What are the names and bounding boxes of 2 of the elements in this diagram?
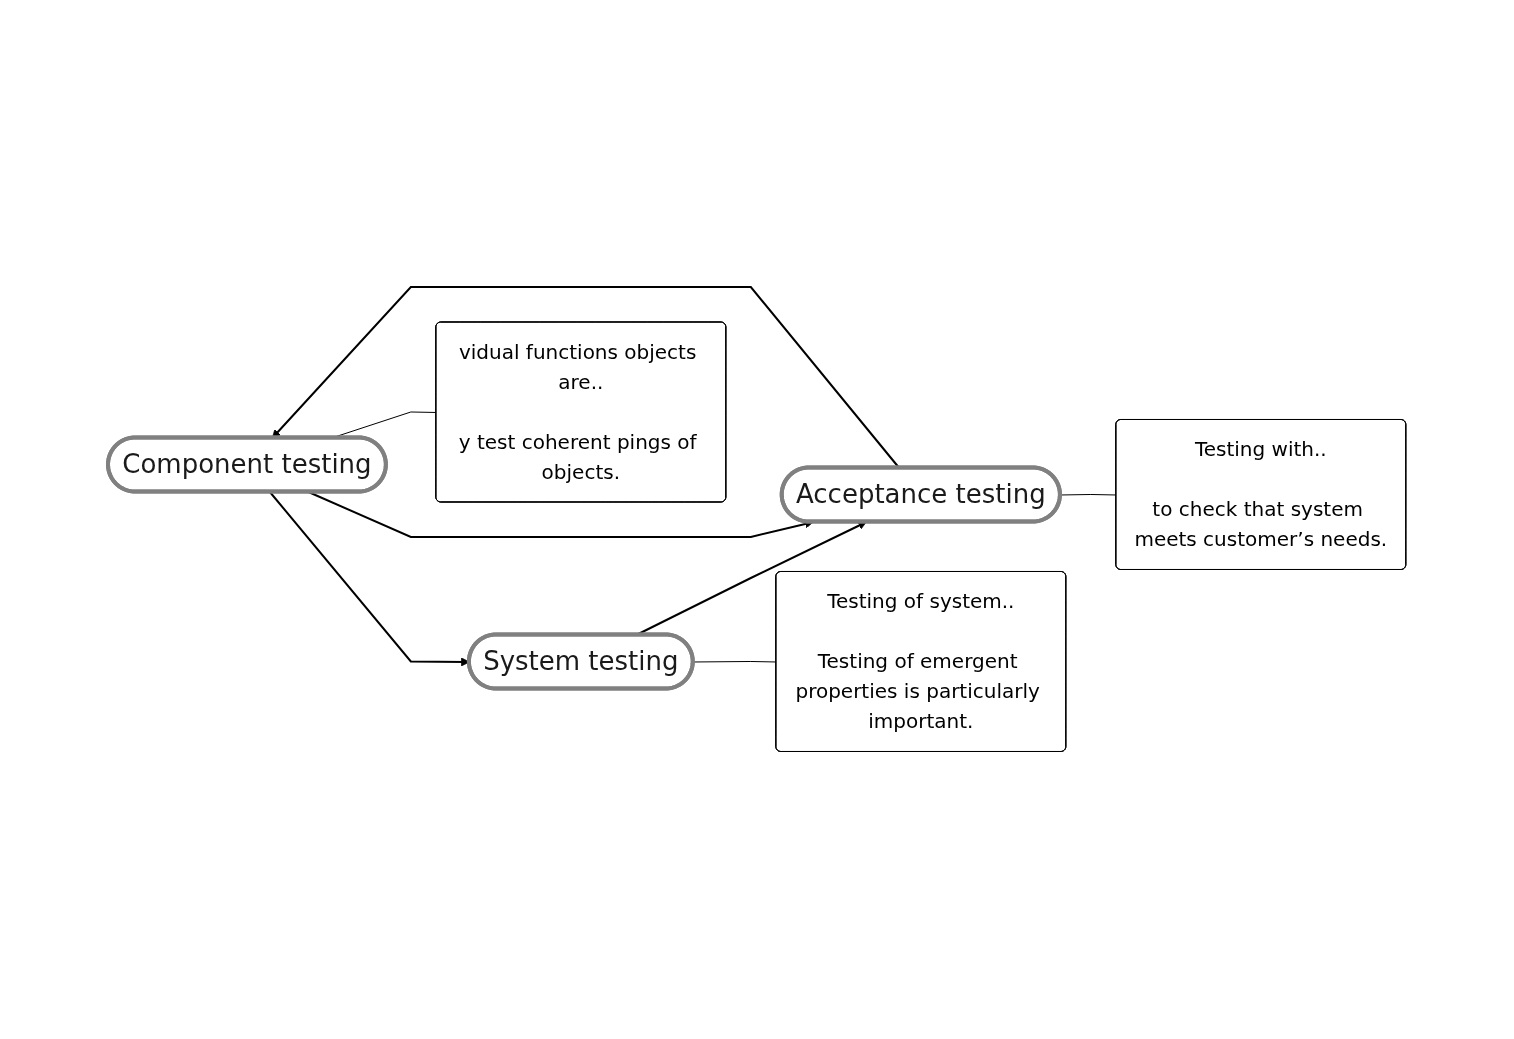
arrow: [307, 491, 814, 539]
connector: [1060, 494, 1117, 496]
